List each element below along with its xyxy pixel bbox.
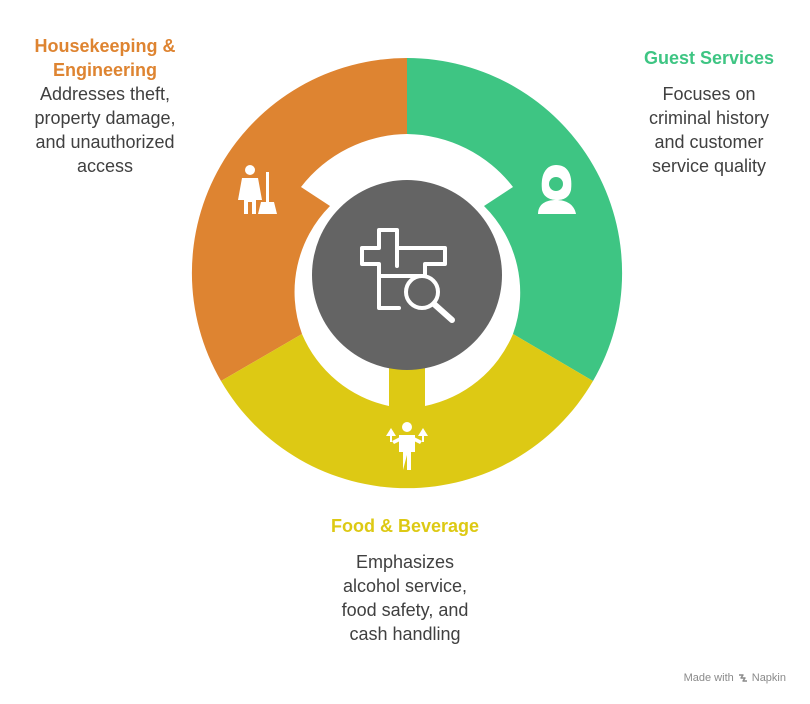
- food-beverage-label: Food & Beverage Emphasizes alcohol servi…: [250, 514, 560, 646]
- segment-housekeeping: [191, 57, 407, 382]
- made-with-text: Made with: [683, 672, 734, 684]
- waiter-icon: [386, 422, 428, 470]
- food-beverage-desc-line: cash handling: [349, 624, 461, 644]
- housekeeping-desc-line: access: [76, 156, 134, 176]
- napkin-brand-text: Napkin: [751, 672, 786, 684]
- housekeeping-desc-line: and unauthorized: [35, 132, 175, 152]
- guest-services-desc-line: and customer: [654, 132, 764, 152]
- guest-services-title-line: Guest Services: [643, 48, 775, 68]
- housekeeping-title-line: Engineering: [52, 60, 157, 80]
- guest-services-desc-line: criminal history: [648, 108, 770, 128]
- housekeeping-desc-line: property damage,: [34, 108, 176, 128]
- food-beverage-desc-line: alcohol service,: [342, 576, 468, 596]
- background-check-icon: [360, 228, 455, 323]
- housekeeping-title: Housekeeping & Engineering: [0, 34, 210, 82]
- food-beverage-description: Emphasizes alcohol service, food safety,…: [250, 550, 560, 646]
- guest-services-desc-line: Focuses on: [662, 84, 756, 104]
- guest-services-description: Focuses on criminal history and customer…: [620, 82, 798, 178]
- housekeeping-description: Addresses theft, property damage, and un…: [0, 82, 210, 178]
- receptionist-icon: [538, 165, 576, 214]
- housekeeping-label: Housekeeping & Engineering Addresses the…: [0, 34, 210, 178]
- segment-food-beverage: [221, 334, 593, 489]
- food-beverage-title: Food & Beverage: [250, 514, 560, 538]
- segment-guest-services: [407, 57, 623, 382]
- guest-services-label: Guest Services Focuses on criminal histo…: [620, 46, 798, 178]
- food-beverage-desc-line: Emphasizes: [355, 552, 455, 572]
- guest-services-title: Guest Services: [620, 46, 798, 70]
- napkin-logo-icon: [738, 674, 747, 682]
- made-with-napkin: Made with Napkin: [684, 672, 786, 684]
- housekeeper-icon: [238, 165, 277, 214]
- housekeeping-desc-line: Addresses theft,: [39, 84, 171, 104]
- food-beverage-title-line: Food & Beverage: [330, 516, 480, 536]
- guest-services-desc-line: service quality: [651, 156, 767, 176]
- food-beverage-desc-line: food safety, and: [341, 600, 469, 620]
- housekeeping-title-line: Housekeeping &: [34, 36, 176, 56]
